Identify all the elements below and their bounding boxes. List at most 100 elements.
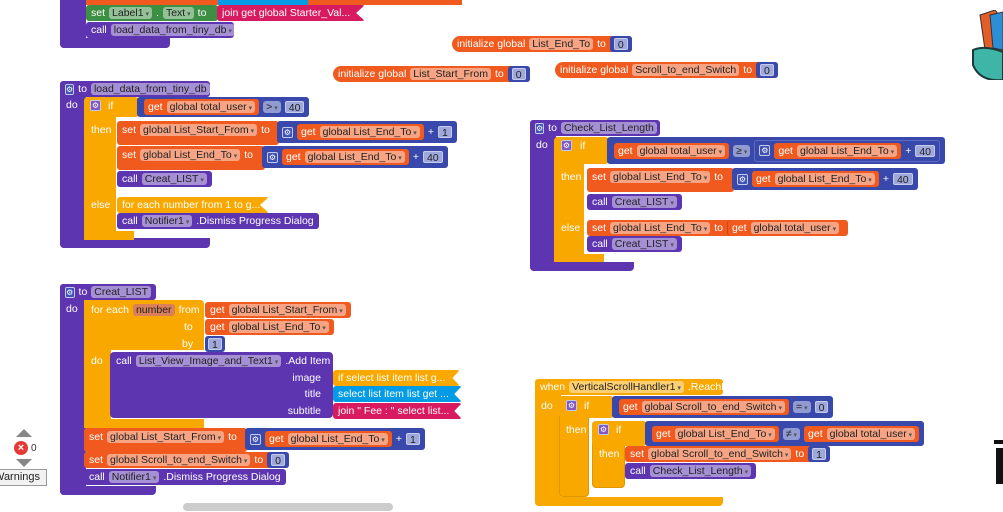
gear-icon[interactable]: ⚙ (759, 145, 771, 156)
number-field[interactable]: 0 (511, 68, 526, 81)
partial-block[interactable] (218, 0, 310, 5)
variable-dropdown[interactable]: global Scroll_to_end_Switch (641, 401, 785, 413)
variable-dropdown[interactable]: global List_Start_From (228, 304, 346, 316)
variable-dropdown[interactable]: global List_End_To (774, 173, 875, 185)
operator-dropdown[interactable]: ≥ (733, 144, 751, 157)
partial-block[interactable] (308, 0, 462, 5)
variable-dropdown[interactable]: global total_user (750, 222, 840, 234)
variable-dropdown[interactable]: global List_End_To (674, 427, 775, 440)
gear-icon[interactable]: ⚙ (566, 400, 577, 411)
procedure-name-field[interactable]: load_data_from_tiny_db (90, 83, 210, 95)
variable-dropdown[interactable]: global total_user (166, 101, 256, 113)
join-block[interactable]: join get global Starter_Val... (217, 5, 365, 21)
number-field[interactable]: 1 (208, 338, 222, 351)
for-each-block[interactable]: for each number from 1 to g... (117, 197, 269, 213)
variable-dropdown[interactable]: global List_End_To (228, 321, 329, 333)
variable-dropdown[interactable]: global List_End_To (287, 433, 388, 445)
number-field[interactable]: 40 (284, 101, 305, 114)
gear-icon[interactable]: ⚙ (90, 100, 101, 111)
procedure-load-data[interactable] (60, 81, 86, 248)
operator-dropdown[interactable]: > (263, 101, 281, 113)
operator-dropdown[interactable]: ≠ (782, 427, 801, 440)
component-dropdown[interactable]: VerticalScrollHandler1 (569, 381, 684, 393)
variable-dropdown[interactable]: global Scroll_to_end_Switch (107, 454, 251, 466)
number-field[interactable]: 1 (437, 126, 452, 139)
component-dropdown[interactable]: Notifier1 (141, 215, 193, 227)
number-field[interactable]: 0 (271, 454, 286, 467)
trash-can-icon[interactable] (994, 440, 1003, 484)
gear-icon[interactable]: ⚙ (282, 126, 293, 138)
number-field[interactable]: 0 (814, 401, 829, 414)
procedure-check-list-length[interactable] (530, 120, 556, 271)
var-name-field[interactable]: Scroll_to_end_Switch (632, 64, 740, 76)
number-field[interactable]: 0 (760, 64, 774, 77)
gear-icon[interactable]: ⚙ (737, 173, 748, 185)
var-name-field[interactable]: List_End_To (529, 38, 594, 50)
title-arg-block[interactable]: select list item list get ... (333, 386, 462, 402)
variable-dropdown[interactable]: global List_End_To (796, 144, 898, 157)
image-arg-block[interactable]: if select list item list g... (333, 370, 460, 386)
var-name-field[interactable]: List_Start_From (410, 68, 491, 80)
procedure-dropdown[interactable]: Creat_LIST (611, 238, 677, 250)
if-block[interactable] (84, 97, 116, 240)
variable-dropdown[interactable]: global total_user (636, 144, 726, 157)
procedure-dropdown[interactable]: Creat_LIST (141, 173, 207, 185)
procedure-dropdown[interactable]: Creat_LIST (611, 196, 677, 208)
variable-dropdown[interactable]: global List_End_To (610, 171, 711, 183)
gear-icon[interactable]: ⚙ (250, 433, 261, 445)
next-warning-arrow-icon[interactable] (16, 459, 32, 467)
gear-icon[interactable]: ⚙ (535, 122, 545, 134)
variable-dropdown[interactable]: global List_End_To (319, 126, 420, 138)
event-reach-bottom[interactable] (535, 379, 561, 506)
backpack-mascot-icon[interactable] (965, 10, 1003, 80)
gear-icon[interactable]: ⚙ (598, 424, 609, 435)
variable-dropdown[interactable]: global total_user (826, 427, 916, 440)
horizontal-scrollbar[interactable] (183, 503, 393, 511)
component-dropdown[interactable]: List_View_Image_and_Text1 (135, 355, 282, 367)
variable-dropdown[interactable]: global Scroll_to_end_Switch (648, 448, 792, 460)
partial-block[interactable] (86, 0, 220, 5)
number-field[interactable]: 0 (613, 38, 628, 51)
variable-dropdown[interactable]: global List_Start_From (140, 124, 258, 136)
procedure-name-field[interactable]: Creat_LIST (91, 286, 151, 298)
number-field[interactable]: 40 (422, 151, 443, 164)
gear-icon[interactable]: ⚙ (65, 286, 75, 298)
warnings-toggle-button[interactable]: Warnings (0, 469, 47, 486)
component-dropdown[interactable]: Label1 (109, 7, 153, 19)
component-dropdown[interactable]: Notifier1 (108, 471, 160, 483)
procedure-dropdown[interactable]: Check_List_Length (649, 465, 752, 477)
